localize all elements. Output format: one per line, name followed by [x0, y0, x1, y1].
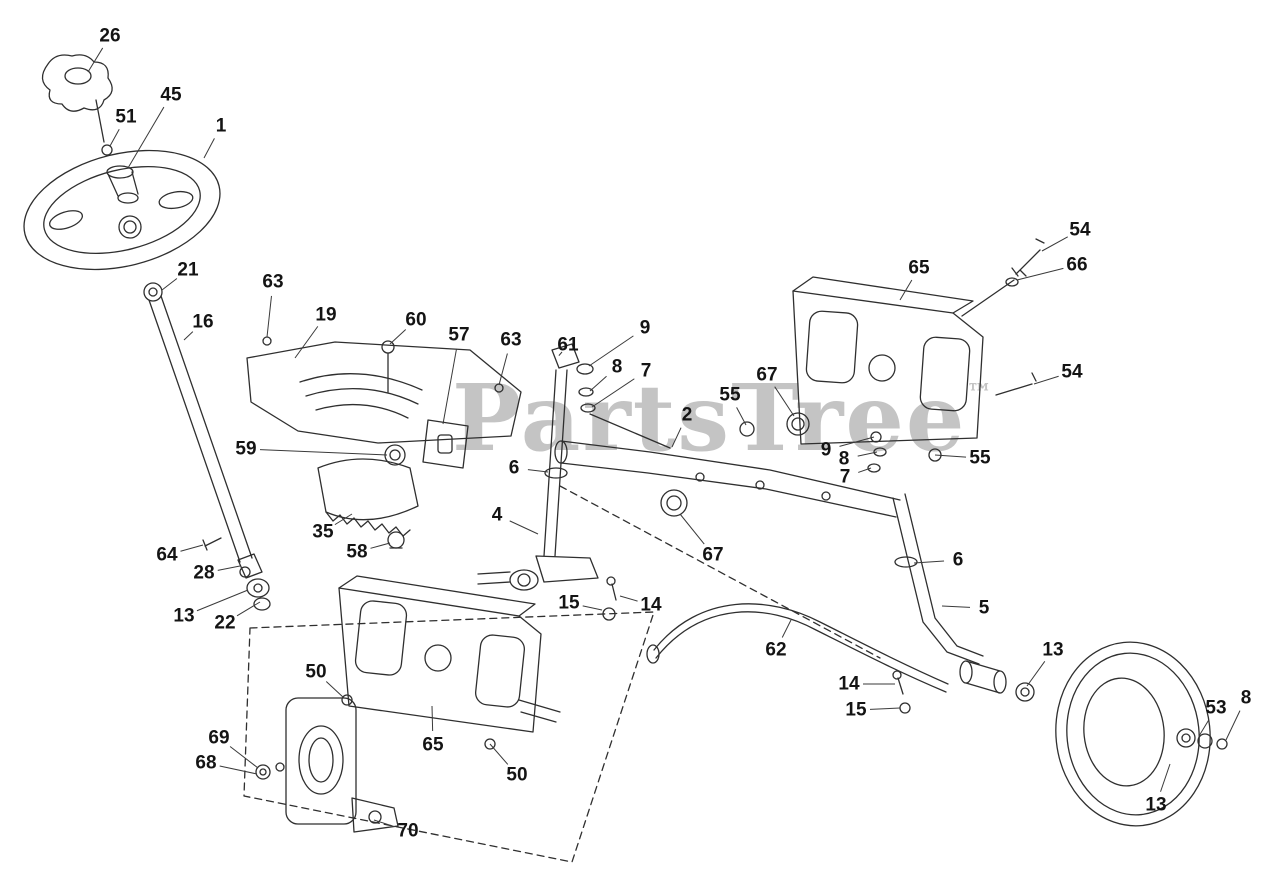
upper-console-panel-art [246, 336, 522, 469]
part-number-label: 53 [1205, 697, 1227, 719]
part-number-label: 5 [978, 597, 990, 619]
part-number-label: 69 [208, 727, 230, 749]
part-number-label: 67 [702, 544, 724, 566]
right-spindle-art [544, 467, 1035, 714]
part-number-label: 8 [611, 356, 623, 378]
part-number-label: 67 [756, 364, 778, 386]
part-number-label: 35 [312, 521, 334, 543]
part-number-label: 55 [719, 384, 741, 406]
part-number-label: 64 [156, 544, 178, 566]
part-number-label: 51 [115, 106, 137, 128]
part-number-label: 6 [952, 549, 964, 571]
part-number-label: 16 [192, 311, 214, 333]
part-number-label: 59 [235, 438, 257, 460]
part-number-label: 13 [173, 605, 195, 627]
construction-lines-art [243, 485, 881, 863]
part-number-label: 45 [160, 84, 182, 106]
watermark: PartsTree™ [452, 372, 992, 464]
part-number-label: 65 [422, 734, 444, 756]
part-number-label: 22 [214, 612, 236, 634]
part-number-label: 66 [1066, 254, 1088, 276]
part-number-label: 54 [1061, 361, 1083, 383]
part-number-label: 63 [262, 271, 284, 293]
part-number-label: 63 [500, 329, 522, 351]
part-number-label: 57 [448, 324, 470, 346]
part-number-label: 50 [305, 661, 327, 683]
part-number-label: 6 [508, 457, 520, 479]
part-number-label: 1 [215, 115, 227, 137]
part-number-label: 62 [765, 639, 787, 661]
part-number-label: 54 [1069, 219, 1091, 241]
front-wheel-art [1055, 641, 1228, 827]
part-number-label: 9 [639, 317, 651, 339]
part-number-label: 26 [99, 25, 121, 47]
part-number-label: 68 [195, 752, 217, 774]
part-number-label: 13 [1042, 639, 1064, 661]
part-number-label: 50 [506, 764, 528, 786]
part-number-label: 58 [346, 541, 368, 563]
part-number-label: 7 [640, 360, 652, 382]
right-dash-panel-art [792, 238, 1045, 445]
leader-lines [87, 47, 1241, 828]
part-number-label: 61 [557, 334, 579, 356]
part-number-label: 70 [397, 820, 419, 842]
part-number-label: 2 [681, 404, 693, 426]
part-number-label: 19 [315, 304, 337, 326]
part-number-label: 13 [1145, 794, 1167, 816]
part-number-label: 60 [405, 309, 427, 331]
tie-rod-art [646, 603, 949, 693]
axle-beam-art [554, 412, 942, 518]
part-number-label: 21 [177, 259, 199, 281]
part-number-label: 9 [820, 439, 832, 461]
part-number-label: 8 [1240, 687, 1252, 709]
part-number-label: 15 [558, 592, 580, 614]
part-number-label: 4 [491, 504, 503, 526]
lower-dash-panel-art [338, 575, 561, 750]
part-number-label: 15 [845, 699, 867, 721]
part-number-label: 65 [908, 257, 930, 279]
part-number-label: 14 [640, 594, 662, 616]
part-number-label: 8 [838, 448, 850, 470]
part-number-label: 7 [839, 466, 851, 488]
part-number-label: 14 [838, 673, 860, 695]
steering-shaft-art [143, 282, 271, 611]
support-bracket-art [255, 697, 399, 833]
part-number-label: 28 [193, 562, 215, 584]
part-number-label: 55 [969, 447, 991, 469]
steering-wheel-art [23, 54, 221, 271]
